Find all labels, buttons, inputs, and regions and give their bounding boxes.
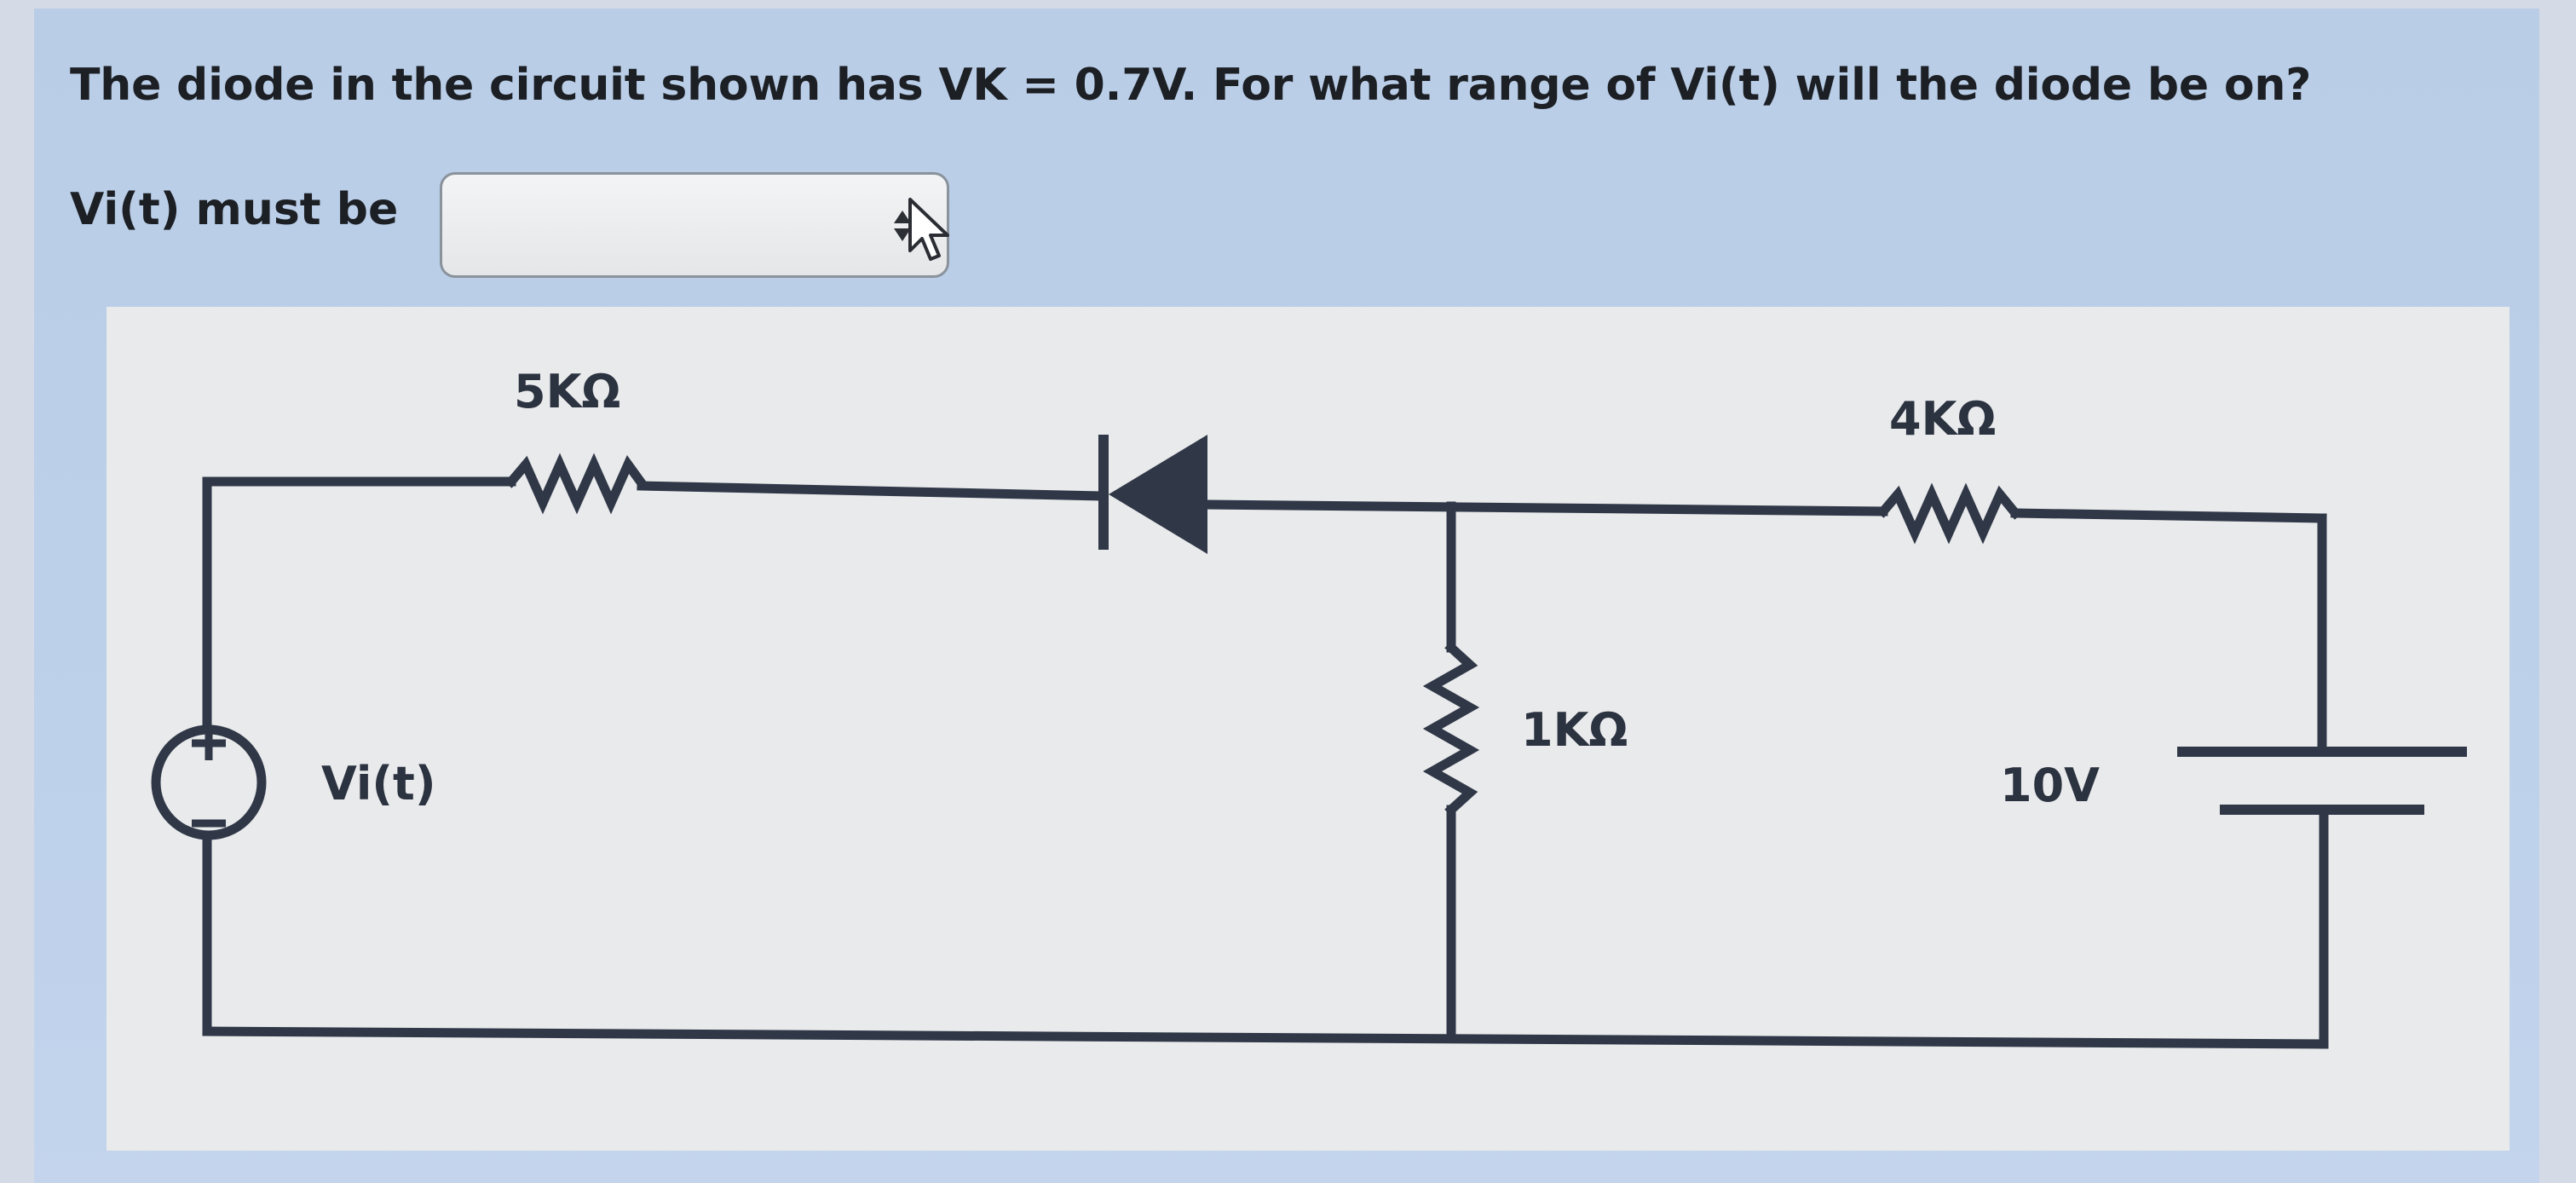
diode-symbol	[1098, 435, 1207, 554]
resistor-1k-symbol	[1422, 641, 1480, 817]
question-text: The diode in the circuit shown has VK = …	[70, 60, 2312, 111]
battery-symbol	[2177, 747, 2467, 815]
answer-dropdown[interactable]	[440, 172, 949, 278]
circuit-diagram: 5KΩ 4KΩ 1KΩ Vi(t) 10V	[107, 307, 2510, 1151]
circuit-schematic: 5KΩ 4KΩ 1KΩ Vi(t) 10V	[151, 365, 2467, 1049]
source-label: Vi(t)	[321, 757, 436, 811]
wire-top-far-right	[2010, 508, 2327, 523]
up-down-arrows-icon[interactable]	[892, 209, 913, 243]
resistor-4k-label: 4KΩ	[1889, 392, 1996, 446]
resistor-1k-label: 1KΩ	[1521, 703, 1628, 757]
mouse-pointer-icon	[908, 198, 949, 261]
resistor-5k-symbol	[504, 453, 648, 515]
voltage-source-symbol	[151, 724, 267, 840]
wire-top-mid	[637, 481, 1109, 501]
battery-label: 10V	[2000, 759, 2100, 812]
answer-label: Vi(t) must be	[70, 184, 399, 235]
wire-bottom	[202, 1026, 2329, 1049]
resistor-4k-symbol	[1876, 482, 2022, 545]
wire-top-right	[1202, 499, 1888, 516]
resistor-5k-label: 5KΩ	[514, 365, 620, 418]
